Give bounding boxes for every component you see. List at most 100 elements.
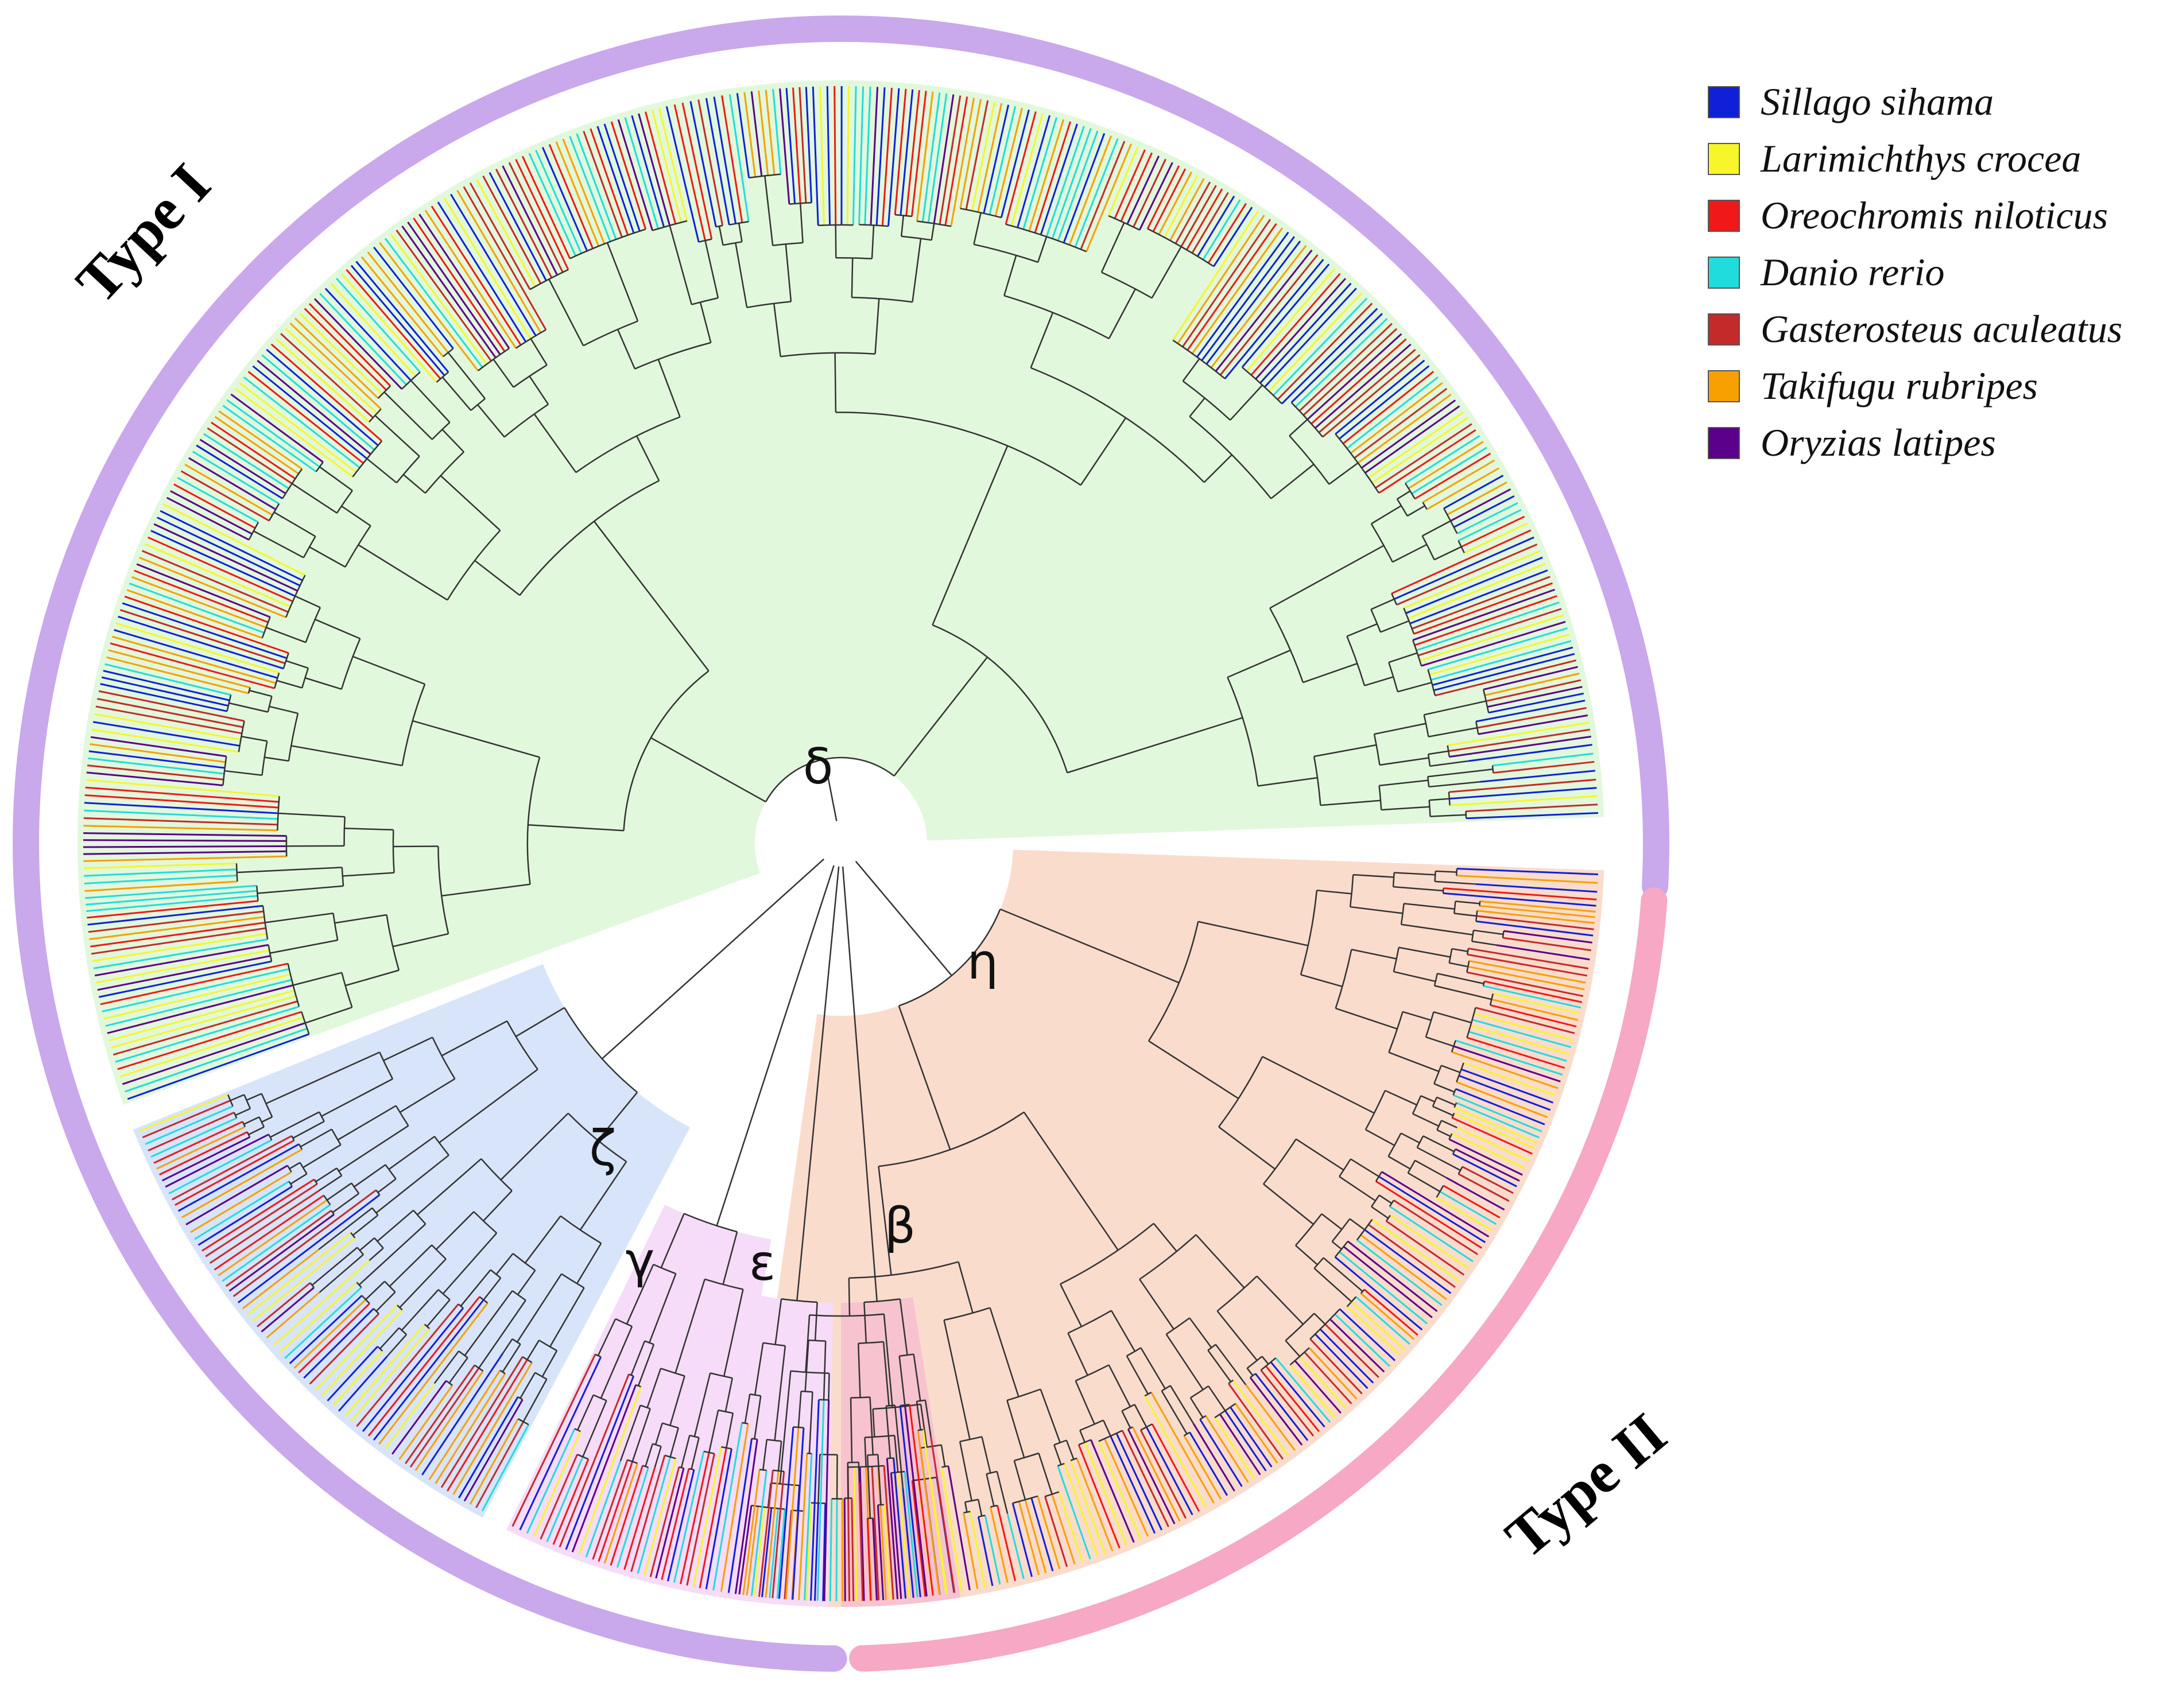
tree-branch [859, 224, 889, 227]
tree-tip [350, 265, 445, 376]
tree-branch [780, 352, 875, 358]
tree-tip [750, 91, 763, 177]
tree-branch [256, 886, 259, 901]
tree-tip [1453, 1045, 1561, 1082]
tree-branch [1144, 1391, 1152, 1397]
tree-tip [1051, 1494, 1076, 1565]
tree-branch [248, 522, 259, 541]
tree-branch [561, 1273, 585, 1288]
tree-tip [142, 1100, 231, 1139]
tree-tip [142, 550, 289, 613]
tree-branch [474, 560, 521, 596]
tree-tip [86, 895, 258, 913]
tree-tip [1219, 254, 1319, 376]
tree-branch [1216, 1310, 1258, 1361]
tree-tip [1174, 181, 1211, 244]
tree-tip [1364, 405, 1460, 474]
tree-branch [1346, 1296, 1357, 1307]
tree-tip [858, 86, 865, 225]
tree-tip [86, 771, 223, 786]
tree-branch [318, 1207, 373, 1251]
tree-tip [927, 93, 948, 223]
tree-branch [401, 1289, 439, 1331]
tree-tip [285, 328, 378, 414]
clade-stem [602, 858, 825, 1059]
tree-tip [1421, 620, 1566, 667]
tree-tip [237, 1194, 381, 1303]
tree-branch [477, 347, 510, 371]
tree-tip [218, 410, 303, 470]
tree-branch [1316, 890, 1352, 895]
tree-tip [1416, 601, 1560, 651]
tree-tip [85, 884, 257, 899]
tree-tip [1439, 1190, 1497, 1225]
tree-tip [1069, 1460, 1106, 1554]
tree-branch [999, 908, 1180, 984]
tree-branch [669, 1427, 679, 1457]
tree-tip [119, 1016, 304, 1078]
tree-tip [1363, 1288, 1418, 1336]
tree-branch [1313, 1257, 1324, 1269]
tree-branch [383, 391, 433, 440]
tree-tip [111, 995, 296, 1049]
tree-branch [818, 224, 854, 226]
tree-tip [1010, 113, 1044, 227]
tree-branch [517, 1396, 523, 1400]
tree-branch [848, 1261, 959, 1279]
tree-tip [746, 1506, 759, 1596]
tree-tip [1051, 128, 1092, 239]
tree-tip [692, 1446, 722, 1587]
tree-tip [1191, 192, 1229, 254]
tree-branch [1313, 1313, 1326, 1325]
tree-branch [235, 863, 238, 882]
tree-tip [1456, 1102, 1540, 1139]
tree-tip [555, 141, 600, 247]
tree-branch [519, 480, 660, 596]
tree-tip [443, 197, 532, 340]
tree-tip [1474, 1012, 1573, 1041]
tree-tip [163, 503, 306, 576]
tree-branch [1065, 1440, 1075, 1460]
tree-branch [315, 1167, 338, 1182]
tree-branch [617, 329, 636, 370]
tree-tip [424, 209, 517, 349]
clade-label-delta: δ [803, 738, 834, 795]
tree-branch [1405, 483, 1416, 499]
tree-tip [1468, 948, 1589, 969]
tree-tip [753, 1507, 766, 1597]
tree-tip [136, 563, 271, 618]
tree-branch [478, 1299, 526, 1369]
tree-branch [441, 376, 472, 411]
tree-branch [294, 595, 321, 608]
tree-tip [596, 126, 635, 234]
tree-branch [375, 1189, 381, 1195]
tree-branch [579, 1161, 627, 1230]
tree-branch [978, 1515, 986, 1518]
tree-tip [1121, 1430, 1169, 1527]
tree-tip [610, 121, 647, 230]
tree-branch [941, 1465, 949, 1468]
tree-tip [812, 86, 819, 226]
tree-tip [396, 230, 492, 362]
tree-tip [617, 1467, 649, 1568]
tree-branch [226, 694, 232, 712]
tree-branch [959, 1441, 972, 1501]
tree-tip [225, 1209, 332, 1287]
tree-tip [150, 530, 296, 597]
tree-tip [418, 214, 510, 349]
tree-branch [447, 352, 486, 399]
tree-branch [964, 1501, 968, 1512]
tree-tip [1281, 308, 1378, 405]
tree-branch [774, 1299, 782, 1345]
tree-branch [502, 1344, 521, 1373]
tree-branch [851, 296, 913, 303]
tree-tip [139, 1093, 228, 1132]
tree-tip [145, 1105, 234, 1145]
tree-tip [91, 728, 239, 753]
tree-tip [661, 1468, 690, 1580]
tree-tip [1450, 488, 1511, 522]
tree-branch [1465, 811, 1467, 818]
tree-branch [439, 1069, 538, 1144]
tree-tip [1131, 1426, 1181, 1522]
tree-tip [108, 989, 295, 1042]
